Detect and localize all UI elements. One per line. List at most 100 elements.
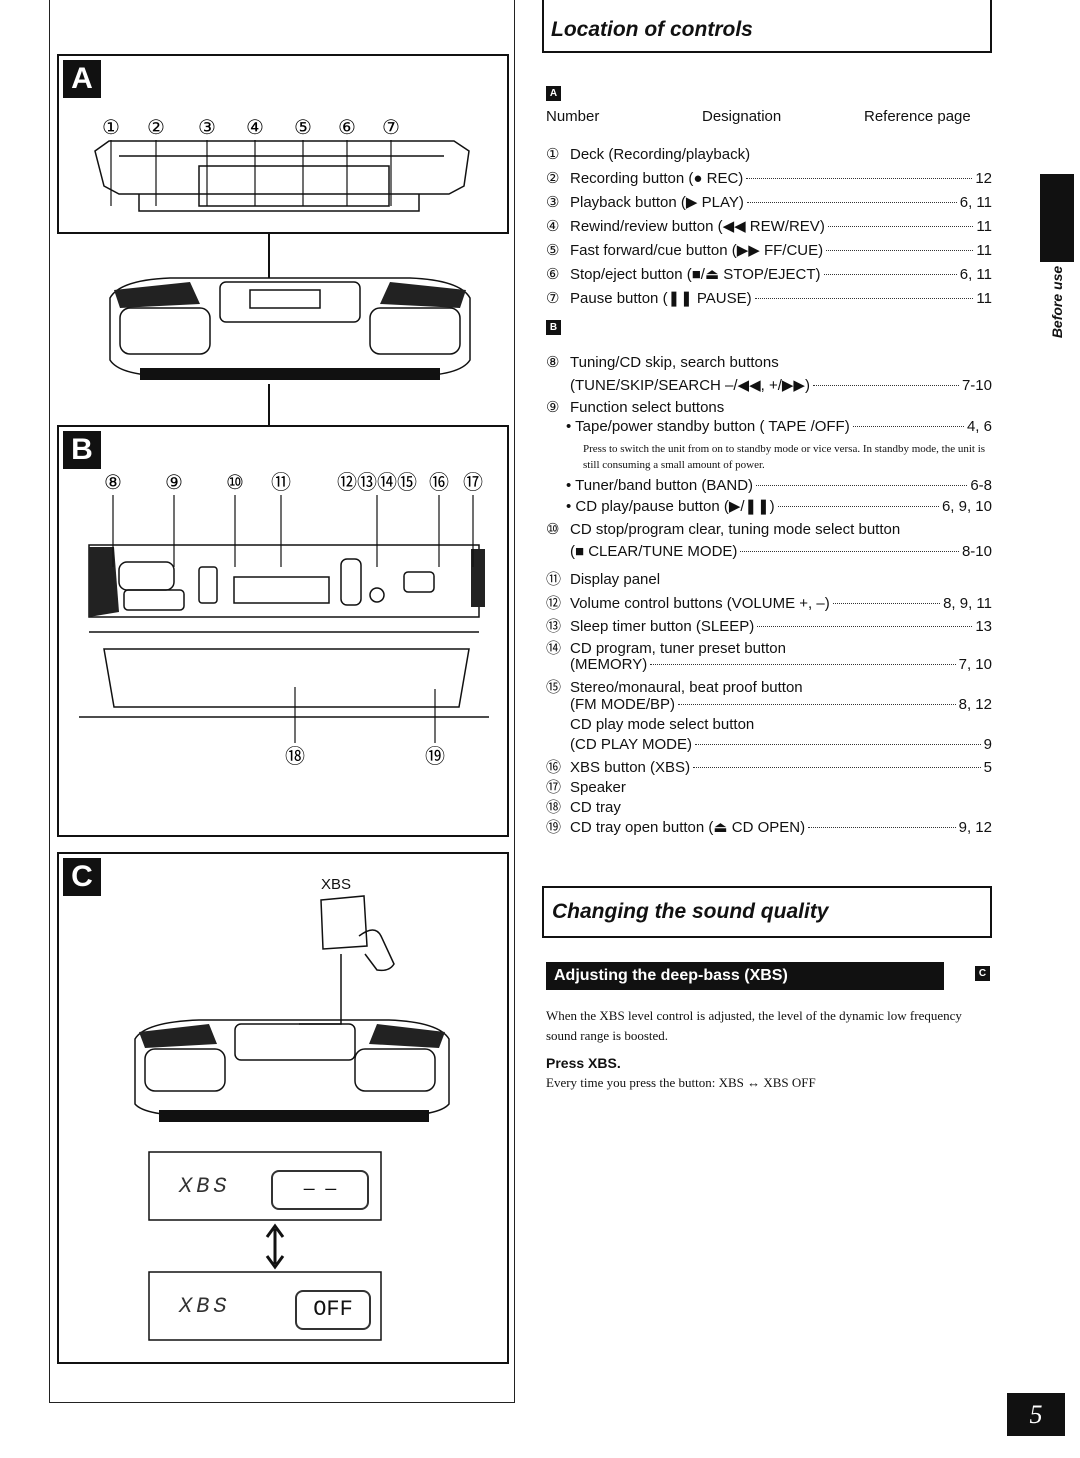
item-a-3: ③ Playback button (▶ PLAY) 6, 11 — [546, 193, 992, 215]
item-number: ① — [546, 146, 560, 163]
item-8-line2: (TUNE/SKIP/SEARCH –/◀◀, +/▶▶) 7-10 — [570, 377, 992, 394]
side-tab-label: Before use — [1049, 265, 1066, 339]
item-reference: 6, 11 — [959, 194, 992, 211]
item-16: ⑯ XBS button (XBS) 5 — [546, 759, 992, 776]
leader-dots — [827, 226, 974, 227]
display-1-left: XBS — [179, 1174, 231, 1199]
item-reference: 12 — [975, 170, 992, 187]
callout-b_callouts_bottom-0: ⑱ — [285, 744, 305, 768]
item-10-line2: (■ CLEAR/TUNE MODE) 8-10 — [570, 543, 992, 560]
item-a-6: ⑥ Stop/eject button (■/⏏ STOP/EJECT) 6, 11 — [546, 265, 992, 287]
item-designation: Recording button (● REC) — [570, 170, 744, 187]
display-2-left: XBS — [179, 1294, 231, 1319]
location-title: Location of controls — [551, 18, 753, 41]
panel-b-tag: B — [63, 431, 101, 469]
callout-b_callouts_bottom-1: ⑲ — [425, 744, 445, 768]
item-designation: Pause button (❚❚ PAUSE) — [570, 290, 752, 307]
item-designation: Deck (Recording/playback) — [570, 146, 751, 163]
item-reference: 6, 11 — [959, 266, 992, 283]
leader-dots — [826, 250, 974, 251]
xbs-banner-text: Adjusting the deep-bass (XBS) — [554, 967, 788, 984]
item-a-1: ① Deck (Recording/playback) — [546, 145, 992, 167]
side-tab-block — [1040, 174, 1074, 262]
left-column-frame — [49, 0, 515, 1403]
item-11: ⑪ Display panel — [546, 571, 661, 588]
item-12: ⑫ Volume control buttons (VOLUME +, –) 8… — [546, 595, 992, 612]
callout-a_callouts-6: ⑦ — [382, 115, 400, 139]
item-19: ⑲ CD tray open button (⏏ CD OPEN) 9, 12 — [546, 819, 992, 836]
item-number: ⑤ — [546, 242, 560, 259]
xbs-banner: Adjusting the deep-bass (XBS) — [546, 962, 944, 990]
leader-dots — [823, 274, 957, 275]
callout-a_callouts-4: ⑤ — [294, 115, 312, 139]
display-2-right: OFF — [295, 1290, 371, 1330]
item-a-2: ② Recording button (● REC) 12 — [546, 169, 992, 191]
xbs-button-label: XBS — [321, 876, 352, 893]
item-designation: Playback button (▶ PLAY) — [570, 194, 744, 211]
leader-dots — [746, 178, 973, 179]
item-9-note: Press to switch the unit from on to stan… — [583, 443, 986, 471]
item-17: ⑰ Speaker — [546, 779, 626, 796]
item-number: ② — [546, 170, 560, 187]
callout-b_callouts-0: ⑧ — [104, 470, 122, 494]
deck-illustration: ① ② ③ ④ ⑤ ⑥ ⑦ — [94, 115, 470, 212]
callout-b_callouts-2: ⑩ — [226, 470, 244, 494]
callout-b_callouts-4: ⑫⑬⑭⑮ — [337, 470, 417, 494]
sound-title: Changing the sound quality — [552, 900, 829, 923]
item-a-5: ⑤ Fast forward/cue button (▶▶ FF/CUE) 11 — [546, 241, 992, 263]
callout-a_callouts-2: ③ — [198, 115, 216, 139]
item-reference: 11 — [976, 218, 992, 235]
callout-b_callouts-6: ⑰ — [463, 470, 483, 494]
item-9-sub2: • Tuner/band button (BAND) 6-8 — [566, 477, 992, 494]
item-designation: Stop/eject button (■/⏏ STOP/EJECT) — [570, 266, 821, 283]
item-number: ⑥ — [546, 266, 560, 283]
item-9-sub3: • CD play/pause button (▶/❚❚) 6, 9, 10 — [566, 498, 992, 515]
page-number: 5 — [1007, 1393, 1065, 1436]
item-10-line1: ⑩ CD stop/program clear, tuning mode sel… — [546, 521, 901, 538]
item-9-sub1: • Tape/power standby button ( TAPE /OFF)… — [566, 418, 992, 435]
item-15-line4: (CD PLAY MODE) 9 — [570, 736, 992, 753]
item-15-line2: (FM MODE/BP) 8, 12 — [570, 696, 992, 713]
item-13: ⑬ Sleep timer button (SLEEP) 13 — [546, 618, 992, 635]
item-reference: 11 — [976, 290, 992, 307]
item-14-line2: (MEMORY) 7, 10 — [570, 656, 992, 673]
item-a-4: ④ Rewind/review button (◀◀ REW/REV) 11 — [546, 217, 992, 239]
header-number: Number — [546, 108, 600, 125]
section-a-tag: A — [546, 86, 561, 101]
item-number: ④ — [546, 218, 560, 235]
item-15-line1: ⑮ Stereo/monaural, beat proof button — [546, 679, 803, 696]
item-9: ⑨ Function select buttons — [546, 399, 725, 416]
header-designation: Designation — [702, 108, 782, 125]
callout-a_callouts-3: ④ — [246, 115, 264, 139]
header-reference: Reference page — [864, 108, 971, 125]
item-15-line3: CD play mode select button — [570, 716, 755, 733]
callout-b_callouts-1: ⑨ — [165, 470, 183, 494]
xbs-paragraph: When the XBS level control is adjusted, … — [546, 1008, 962, 1043]
callout-a_callouts-5: ⑥ — [338, 115, 356, 139]
callout-b_callouts-5: ⑯ — [429, 470, 449, 494]
connector-a — [268, 234, 270, 278]
callout-b_callouts-3: ⑪ — [271, 470, 291, 494]
sound-title-box — [542, 886, 992, 938]
leader-dots — [754, 298, 974, 299]
callout-a_callouts-1: ② — [147, 115, 165, 139]
stereo-illustration-1 — [109, 277, 471, 380]
item-reference: 11 — [976, 242, 992, 259]
item-14-line1: ⑭ CD program, tuner preset button — [546, 640, 786, 657]
panel-c-tag: C — [63, 858, 101, 896]
xbs-every-time: Every time you press the button: XBS ↔ X… — [546, 1075, 816, 1090]
callout-a_callouts-0: ① — [102, 115, 120, 139]
connector-b — [268, 384, 270, 428]
item-designation: Fast forward/cue button (▶▶ FF/CUE) — [570, 242, 824, 259]
panel-c-xbs: C XBS XBS — — XBS OFF — [57, 852, 509, 1364]
section-b-tag: B — [546, 320, 561, 335]
press-xbs-label: Press XBS. — [546, 1055, 621, 1071]
display-1-right: — — — [271, 1170, 369, 1210]
leader-dots — [746, 202, 957, 203]
item-designation: Rewind/review button (◀◀ REW/REV) — [570, 218, 825, 235]
item-number: ③ — [546, 194, 560, 211]
